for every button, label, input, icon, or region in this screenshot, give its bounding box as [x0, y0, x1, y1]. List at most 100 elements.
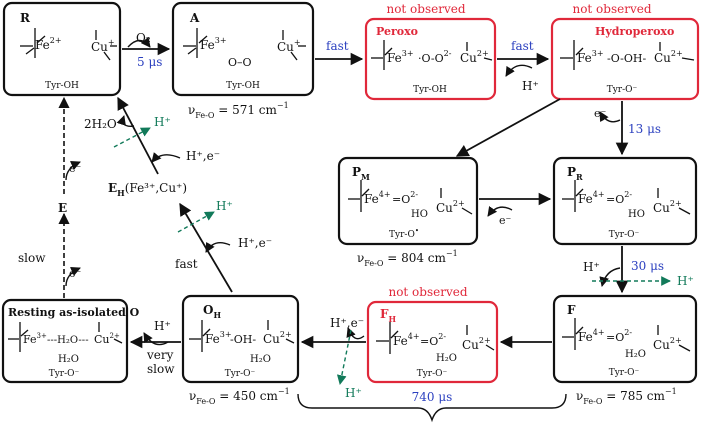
state-A-fe: Fe3+: [200, 36, 227, 52]
state-A-box: [171, 1, 315, 97]
arrow-FH-to-OH: H⁺,e⁻ H⁺: [300, 316, 366, 400]
state-hydroperoxo-label: Hydroperoxo: [595, 25, 674, 38]
label-30us: 30 μs: [631, 259, 664, 273]
state-FH-ligand: Tyr-O⁻: [417, 369, 448, 379]
label-hplus-green-PR: H⁺: [677, 274, 694, 288]
state-OH-bridge: -OH-: [230, 333, 256, 346]
label-o2: O₂: [136, 31, 151, 45]
label-5us: 5 μs: [137, 55, 162, 69]
state-FH-label: FH: [380, 307, 397, 324]
state-R-fe: Fe2+: [35, 36, 62, 52]
label-very: very: [146, 348, 174, 362]
label-fast-2: fast: [511, 39, 534, 53]
state-OH-water: H₂O: [250, 354, 271, 365]
state-hydroperoxo-ligand: Tyr-O⁻: [607, 85, 638, 95]
state-A-bridge: O–O: [228, 56, 252, 69]
state-OH-frequency: νFe-O = 450 cm−1: [189, 387, 290, 406]
state-hydroperoxo-box: [550, 17, 700, 101]
state-F-water: H₂O: [625, 349, 646, 360]
state-F-fe: Fe4+: [578, 328, 605, 344]
state-hydroperoxo-cu: Cu2+: [654, 49, 683, 65]
state-resting-water: H₂O: [58, 354, 79, 365]
arrow-PM-to-PR: e⁻: [479, 192, 552, 227]
arrow-R-to-A: O₂ 5 μs: [122, 31, 171, 69]
state-PM-frequency: νFe-O = 804 cm−1: [357, 249, 458, 268]
label-13us: 13 μs: [628, 122, 661, 136]
state-A-cu: Cu+: [277, 38, 301, 54]
state-hydroperoxo-cu-ligands: [659, 42, 695, 61]
state-A: A Fe3+ O–O Cu+ Tyr-OH νFe-O = 571 cm−1: [171, 1, 315, 120]
state-A-cu-ligands: [282, 30, 306, 61]
state-OH-fe-ligands: [189, 320, 211, 352]
state-R-cu: Cu+: [91, 38, 115, 54]
state-PM-ligand: Tyr-O•: [389, 227, 419, 240]
state-R: R Fe2+ Cu+ Tyr-OH: [2, 1, 122, 97]
state-resting-fe: Fe3+: [23, 332, 47, 346]
arrow-peroxo-to-hydroperoxo: fast H⁺: [497, 39, 550, 93]
state-resting-box: [1, 298, 129, 384]
label-eminus-1: e⁻: [594, 107, 607, 120]
state-PR-hydroxide: HO: [628, 209, 645, 220]
label-slow-2: slow: [147, 362, 175, 376]
label-EH: EH(Fe³⁺,Cu⁺): [108, 181, 187, 198]
state-OH-cu: Cu2+: [263, 330, 292, 346]
state-F-fe-ligands: [562, 318, 584, 350]
label-E: E: [58, 201, 67, 215]
state-PR-cu-ligands: [657, 188, 691, 215]
state-F-box: [552, 294, 698, 384]
state-A-fe-ligands: [183, 28, 208, 58]
arrow-OH-to-resting: H⁺ very slow: [129, 319, 181, 376]
state-A-label: A: [189, 11, 200, 25]
label-h-e-2: H⁺,e⁻: [238, 236, 272, 250]
label-hplus-green-OH: H⁺: [216, 199, 233, 213]
label-h-e-1: H⁺,e⁻: [330, 316, 364, 330]
arrow-resting-to-E: e⁻ slow E: [18, 201, 82, 298]
state-PM-hydroxide: HO: [411, 209, 428, 220]
state-PM-fe-ligands: [348, 180, 370, 212]
state-PR-ligand: Tyr-O⁻: [609, 230, 640, 240]
state-F-cu-ligands: [657, 325, 691, 352]
FH-status: not observed: [388, 285, 467, 299]
label-hplus-green-EH: H⁺: [154, 115, 171, 129]
arrow-hydroperoxo-to-PM: [455, 98, 561, 157]
state-PM: PM Fe4+ =O2- HO Cu2+ Tyr-O• νFe-O = 804 …: [337, 156, 479, 268]
label-fast-1: fast: [326, 39, 349, 53]
state-resting: Resting as-isolated O Fe3+ ---H₂O--- H₂O…: [1, 298, 140, 384]
state-FH-bridge: =O2-: [420, 332, 446, 348]
label-eminus-2: e⁻: [499, 214, 512, 227]
state-OH-box: [181, 294, 300, 384]
label-hplus-2: H⁺: [583, 260, 600, 274]
state-A-ligand: Tyr-OH: [226, 81, 260, 91]
state-R-ligand: Tyr-OH: [45, 81, 79, 91]
label-eminus-4: e⁻: [69, 162, 82, 175]
state-resting-ligand: Tyr-O⁻: [49, 369, 80, 379]
state-OH-ligand: Tyr-O⁻: [225, 369, 256, 379]
state-F-frequency: νFe-O = 785 cm−1: [576, 387, 677, 406]
brace-740us: 740 μs: [297, 390, 567, 423]
label-slow-1: slow: [18, 251, 46, 265]
state-PM-cu: Cu2+: [436, 199, 465, 215]
state-F-label: F: [567, 303, 576, 317]
state-R-cu-ligands: [95, 30, 117, 61]
state-A-frequency: νFe-O = 571 cm−1: [188, 101, 289, 120]
state-peroxo-fe-ligands: [371, 40, 393, 70]
state-PR-box: [552, 156, 698, 246]
state-PM-label: PM: [352, 165, 370, 182]
state-OH: OH Fe3+ -OH- H₂O Cu2+ Tyr-O⁻ νFe-O = 450…: [181, 294, 300, 406]
state-OH-cu-ligands: [267, 320, 295, 344]
state-peroxo-box: [364, 17, 497, 101]
state-resting-fe-ligands: [8, 322, 29, 352]
state-FH-fe: Fe4+: [393, 332, 420, 348]
state-FH: not observed FH Fe4+ =O2- H₂O Cu2+ Tyr-O…: [366, 285, 499, 384]
state-PR-label: PR: [567, 165, 583, 182]
state-peroxo: not observed Peroxo Fe3+ ·O-O2- Cu2+ Tyr…: [364, 2, 497, 101]
state-OH-label: OH: [203, 303, 221, 320]
state-peroxo-cu: Cu2+: [460, 49, 489, 65]
arrow-OH-to-EH: H⁺,e⁻ fast H⁺: [175, 199, 272, 293]
state-FH-water: H₂O: [436, 353, 457, 364]
state-peroxo-bridge: ·O-O2-: [418, 49, 452, 65]
label-2h2o: 2H₂O: [84, 117, 117, 131]
state-PM-cu-ligands: [440, 188, 473, 215]
arrow-EH-to-R: H⁺,e⁻ 2H₂O H⁺: [84, 96, 220, 175]
